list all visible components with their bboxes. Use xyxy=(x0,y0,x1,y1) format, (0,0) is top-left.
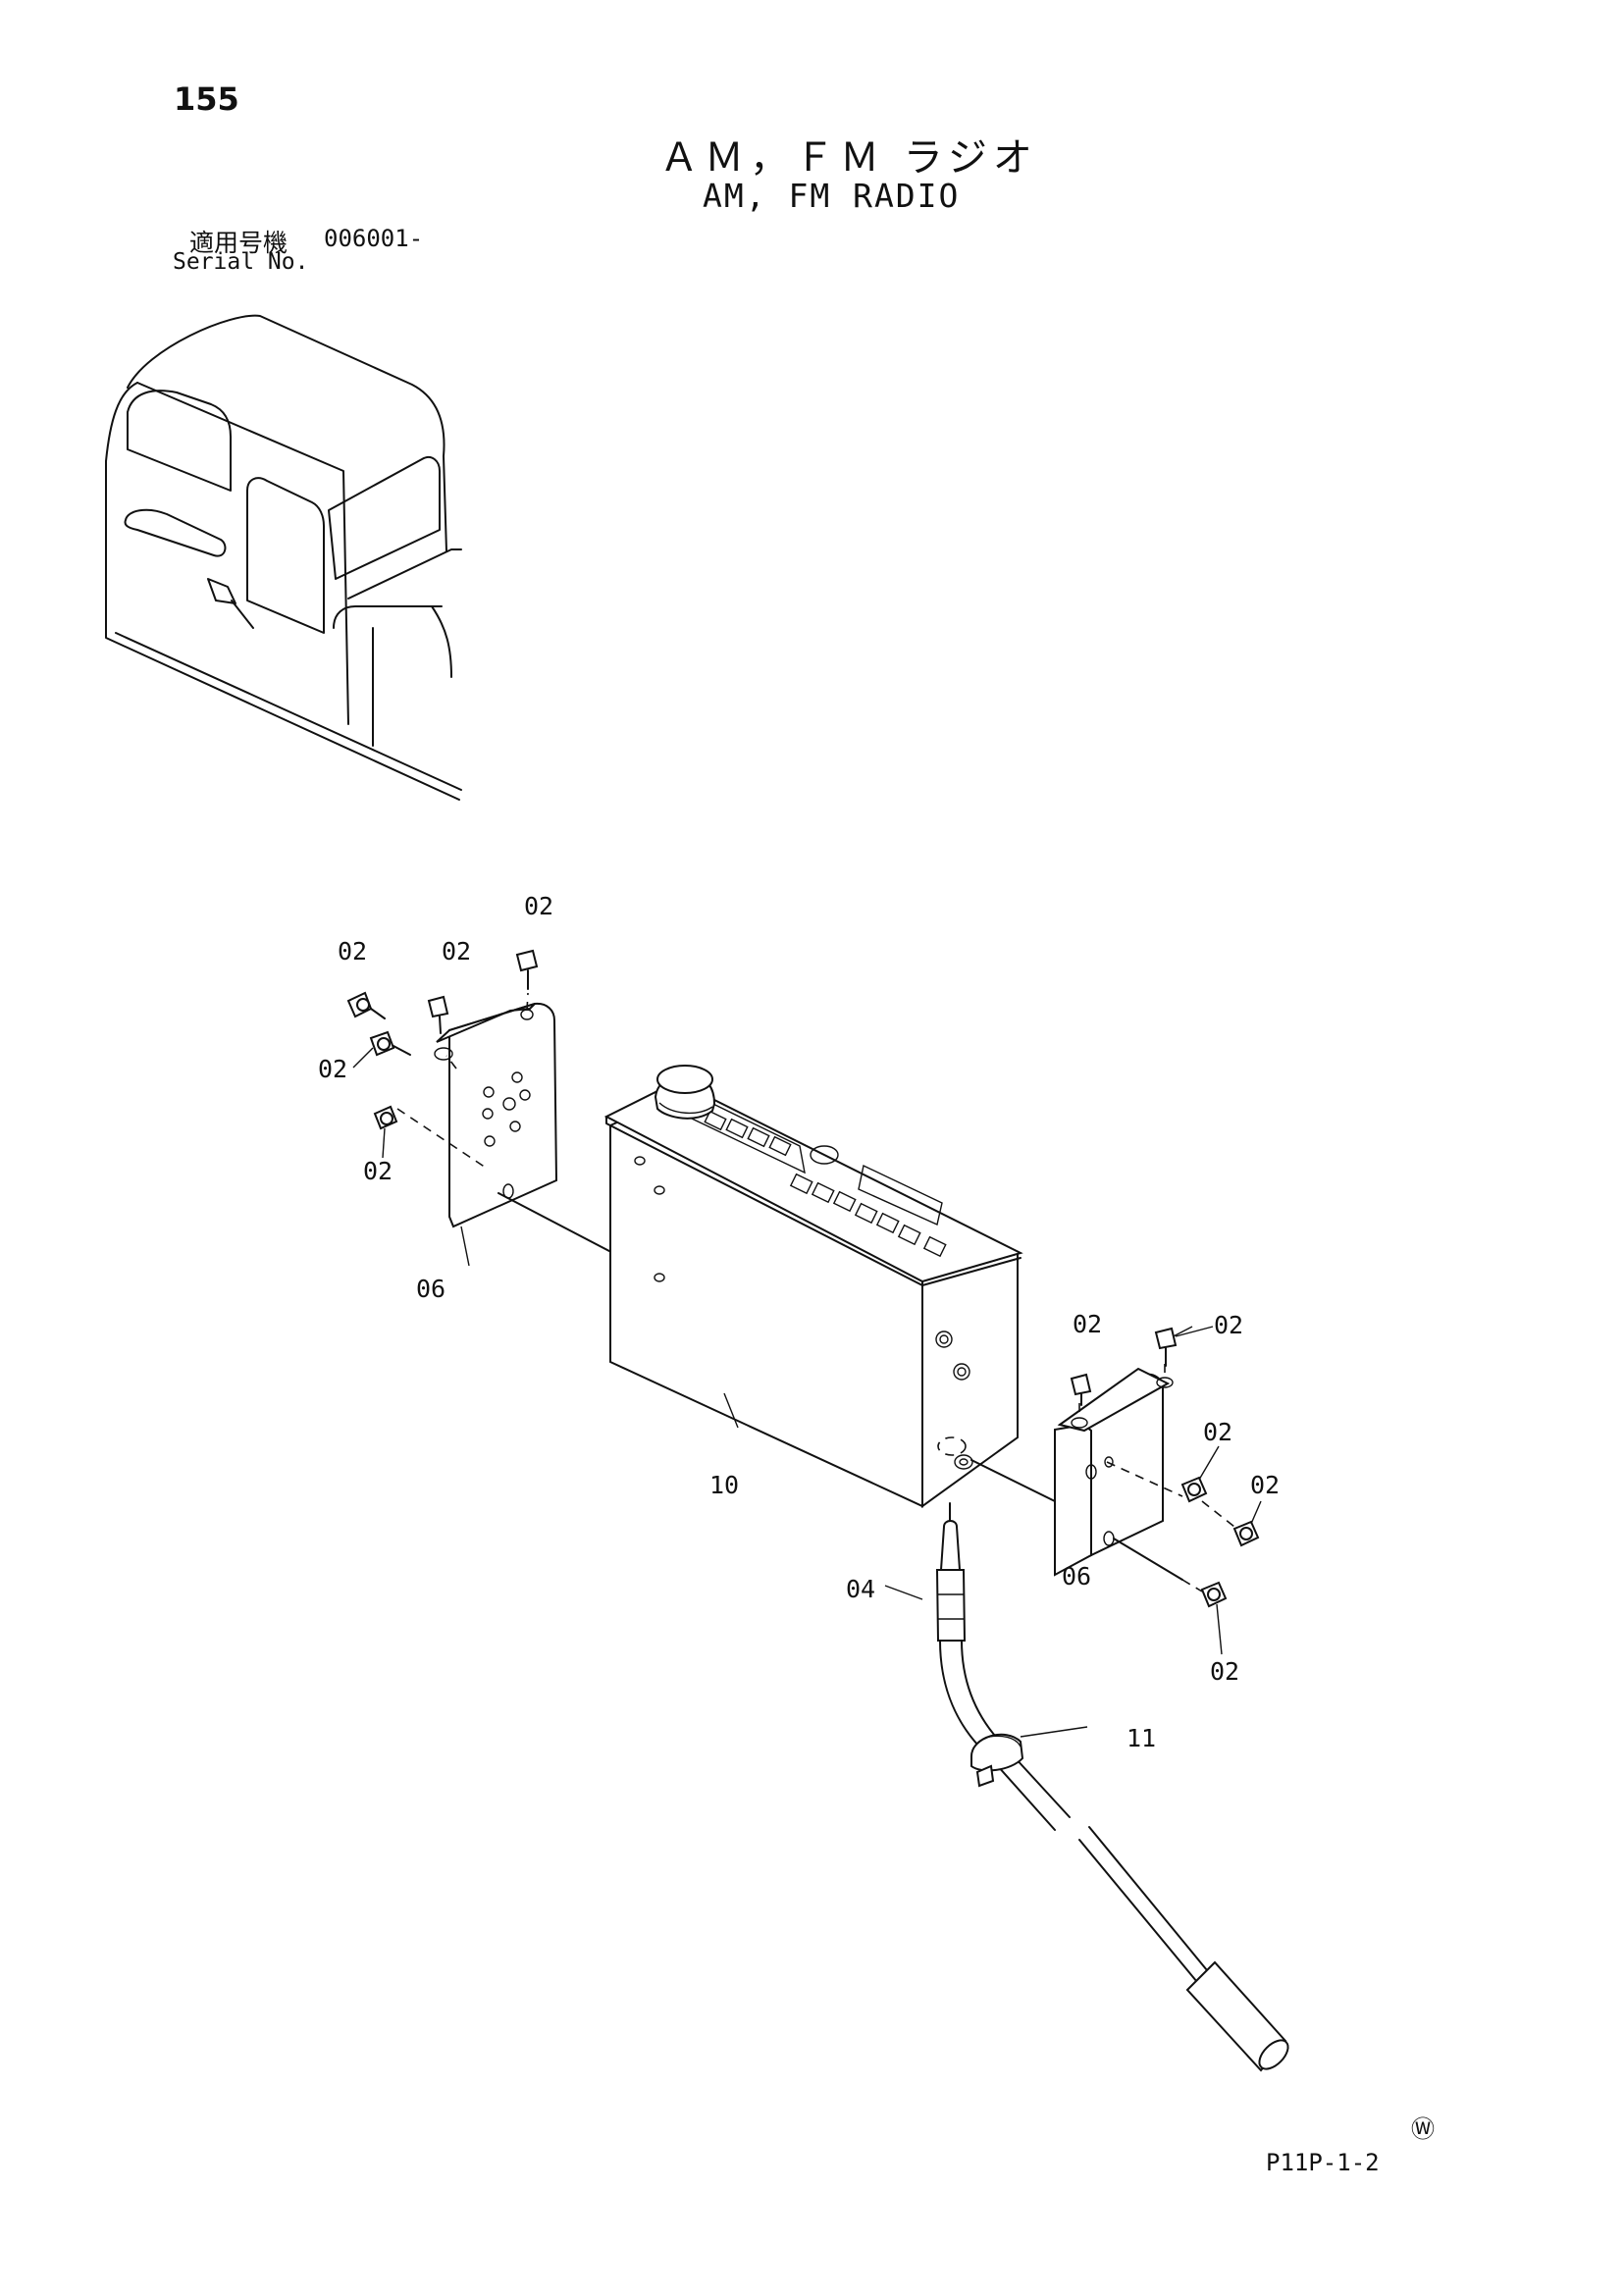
callout-labels: 02 02 02 02 02 06 10 02 02 02 02 02 06 0… xyxy=(318,892,1280,1752)
callout-04: 04 xyxy=(846,1575,875,1603)
title-japanese: ＡＭ，ＦＭ ラジオ xyxy=(659,135,1038,181)
bolt-r4 xyxy=(1201,1500,1260,1547)
bolt-r2 xyxy=(1154,1327,1178,1367)
callout-02-d: 02 xyxy=(318,1055,347,1083)
callout-02-f: 02 xyxy=(1073,1310,1102,1338)
serial-label-english: Serial No. xyxy=(173,249,309,275)
radio-unit xyxy=(603,1065,1023,1508)
page-number: 155 xyxy=(174,80,239,118)
bolt-top-2 xyxy=(427,995,449,1034)
callout-02-c: 02 xyxy=(524,892,553,920)
callout-02-i: 02 xyxy=(1250,1471,1280,1499)
callout-06-right: 06 xyxy=(1062,1562,1091,1591)
callout-10: 10 xyxy=(709,1471,739,1499)
serial-number-value: 006001- xyxy=(324,225,424,252)
bolt-top-3 xyxy=(515,949,539,990)
callout-02-e: 02 xyxy=(363,1157,393,1185)
left-bracket-assembly xyxy=(396,992,678,1286)
callout-11: 11 xyxy=(1126,1724,1156,1752)
bolt-group-left xyxy=(346,949,539,1130)
callout-02-h: 02 xyxy=(1203,1418,1232,1446)
callout-02-j: 02 xyxy=(1210,1657,1239,1686)
label-leaders xyxy=(352,1047,1262,1655)
antenna-lead xyxy=(935,1502,1289,2072)
serial-label-japanese: 適用号機 xyxy=(189,229,288,257)
bolt-low xyxy=(373,1105,398,1130)
bolt-group-right xyxy=(1070,1327,1260,1608)
page-code: P11P-1-2 xyxy=(1266,2149,1380,2176)
callout-02-b: 02 xyxy=(442,937,471,965)
title-english: AM, FM RADIO xyxy=(703,177,961,215)
cab-location-inset xyxy=(105,314,462,801)
callout-02-a: 02 xyxy=(338,937,367,965)
callout-02-g: 02 xyxy=(1214,1311,1243,1339)
callout-06-left: 06 xyxy=(416,1275,445,1303)
bolt-r3 xyxy=(1180,1476,1208,1503)
bolt-r1 xyxy=(1070,1373,1092,1406)
watermark-symbol: Ⓦ xyxy=(1411,2115,1435,2143)
cable-clamp xyxy=(970,1733,1024,1788)
bolt-mid xyxy=(369,1030,411,1057)
bolt-top-1 xyxy=(346,991,386,1019)
right-bracket-assembly xyxy=(970,1364,1183,1581)
bolt-r5 xyxy=(1181,1579,1228,1608)
